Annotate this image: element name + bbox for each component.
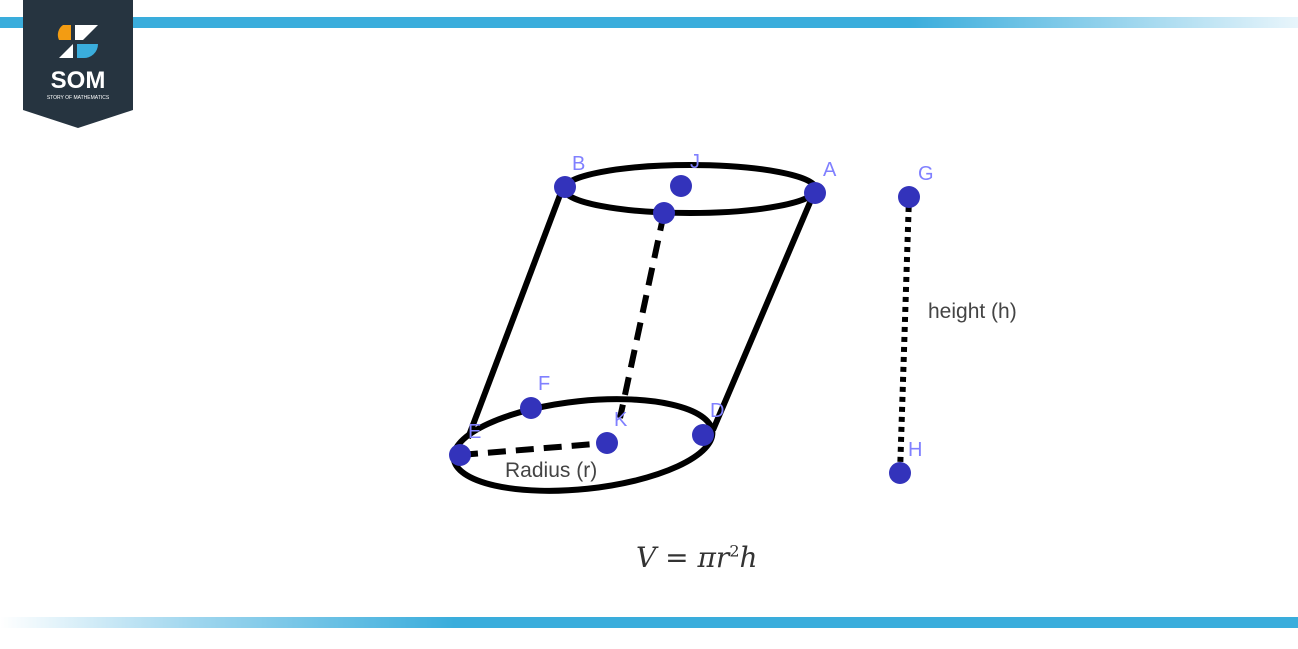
formula-exponent: 2 — [729, 541, 740, 561]
point-j — [670, 175, 692, 197]
label-b: B — [572, 153, 585, 175]
height-label: height (h) — [928, 300, 1017, 323]
radius-dashed — [459, 440, 608, 458]
point-f — [520, 397, 542, 419]
radius-label: Radius (r) — [505, 459, 597, 482]
right-edge — [710, 198, 814, 432]
formula-h: h — [739, 541, 758, 574]
label-k: K — [614, 409, 628, 431]
formula-equals: = — [665, 541, 689, 574]
point-e — [449, 444, 471, 466]
label-g: G — [918, 163, 934, 185]
point-g — [898, 186, 920, 208]
label-j: J — [690, 151, 700, 173]
svg-text:SOM: SOM — [51, 67, 106, 94]
bottom-accent-bar — [0, 617, 1298, 628]
som-logo: SOM STORY OF MATHEMATICS — [23, 0, 133, 128]
points — [449, 175, 920, 484]
top-accent-bar — [0, 17, 1298, 28]
point-k — [596, 432, 618, 454]
label-a: A — [823, 159, 837, 181]
formula-v: V — [636, 541, 657, 574]
volume-formula: V = πr2h — [636, 541, 758, 574]
label-f: F — [538, 373, 550, 395]
point-d — [692, 424, 714, 446]
label-d: D — [710, 400, 724, 422]
point-a — [804, 182, 826, 204]
point-top-center — [653, 202, 675, 224]
svg-text:STORY OF MATHEMATICS: STORY OF MATHEMATICS — [47, 95, 110, 101]
formula-pi: π — [697, 541, 716, 574]
label-h: H — [908, 439, 922, 461]
formula-r: r — [715, 541, 730, 574]
left-edge — [465, 193, 563, 440]
label-e: E — [468, 421, 481, 443]
point-h — [889, 462, 911, 484]
axis-dashed — [617, 212, 667, 419]
point-b — [554, 176, 576, 198]
height-dotted — [897, 196, 912, 474]
